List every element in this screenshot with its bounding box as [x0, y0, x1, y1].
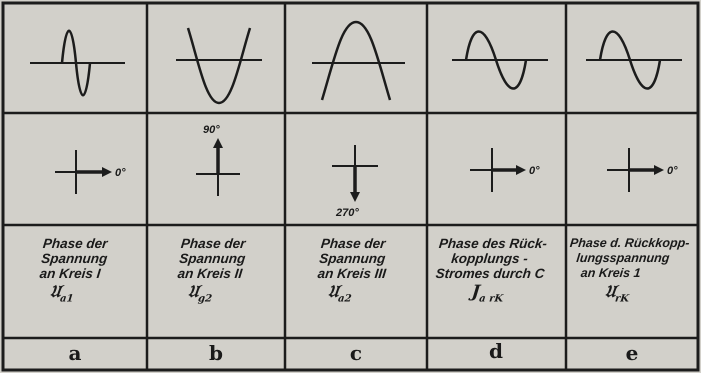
- caption-b-line3: an Kreis II: [176, 266, 244, 281]
- caption-b-line2: Spannung: [178, 251, 247, 266]
- caption-b: Phase der Spannung an Kreis II 𝔘g2: [174, 236, 287, 306]
- symbol-b-sub: g2: [197, 293, 213, 305]
- waveform-a: [30, 29, 125, 97]
- column-letter-b: b: [209, 341, 223, 365]
- caption-c-line3: an Kreis III: [316, 266, 387, 281]
- caption-b-line1: Phase der: [180, 236, 247, 251]
- angle-label-c: 270°: [335, 207, 359, 219]
- angle-label-d: 0°: [529, 165, 540, 177]
- phasor-c: [332, 145, 378, 202]
- phasor-a: [55, 150, 112, 194]
- caption-c: Phase der Spannung an Kreis III 𝔘a2: [314, 236, 429, 306]
- symbol-e-sub: rK: [614, 293, 630, 305]
- caption-a: Phase der Spannung an Kreis I 𝔘a1: [36, 236, 148, 306]
- symbol-c-sub: a2: [337, 293, 353, 305]
- symbol-c: 𝔘a2: [314, 282, 424, 306]
- symbol-a: 𝔘a1: [36, 282, 143, 306]
- angle-label-e: 0°: [667, 165, 678, 177]
- waveform-d: [452, 30, 548, 90]
- column-letter-a: a: [68, 341, 82, 365]
- symbol-a-sub: a1: [59, 293, 75, 305]
- phasor-d: [470, 148, 526, 192]
- caption-e-line3: an Kreis 1: [580, 266, 642, 280]
- caption-e: Phase d. Rückkopp- lungsspannung an Krei…: [563, 236, 700, 306]
- waveform-c: [312, 20, 405, 101]
- angle-label-a: 0°: [115, 167, 126, 179]
- caption-d-line2: kopplungs -: [450, 251, 529, 266]
- caption-a-line1: Phase der: [42, 236, 109, 251]
- caption-e-line1: Phase d. Rückkopp-: [569, 236, 691, 250]
- caption-c-line1: Phase der: [320, 236, 387, 251]
- caption-d: Phase des Rück- kopplungs - Stromes durc…: [432, 236, 567, 306]
- phasor-b: [196, 138, 240, 196]
- symbol-d-sub: a rK: [478, 293, 504, 305]
- angle-label-b: 90°: [203, 124, 220, 136]
- caption-a-line3: an Kreis I: [38, 266, 102, 281]
- caption-d-line3: Stromes durch C: [434, 266, 546, 281]
- caption-e-line2: lungsspannung: [575, 251, 671, 265]
- column-letter-e: e: [625, 341, 639, 365]
- caption-c-line2: Spannung: [318, 251, 387, 266]
- waveform-e: [586, 30, 682, 90]
- symbol-b: 𝔘g2: [174, 282, 282, 306]
- symbol-e: 𝔘rK: [563, 282, 695, 306]
- caption-d-line1: Phase des Rück-: [438, 236, 548, 251]
- caption-a-line2: Spannung: [40, 251, 109, 266]
- phasor-e: [607, 148, 664, 192]
- column-letter-c: c: [349, 341, 363, 365]
- column-letter-d: d: [489, 339, 503, 363]
- symbol-d: Ja rK: [432, 282, 562, 306]
- waveform-b: [176, 27, 262, 105]
